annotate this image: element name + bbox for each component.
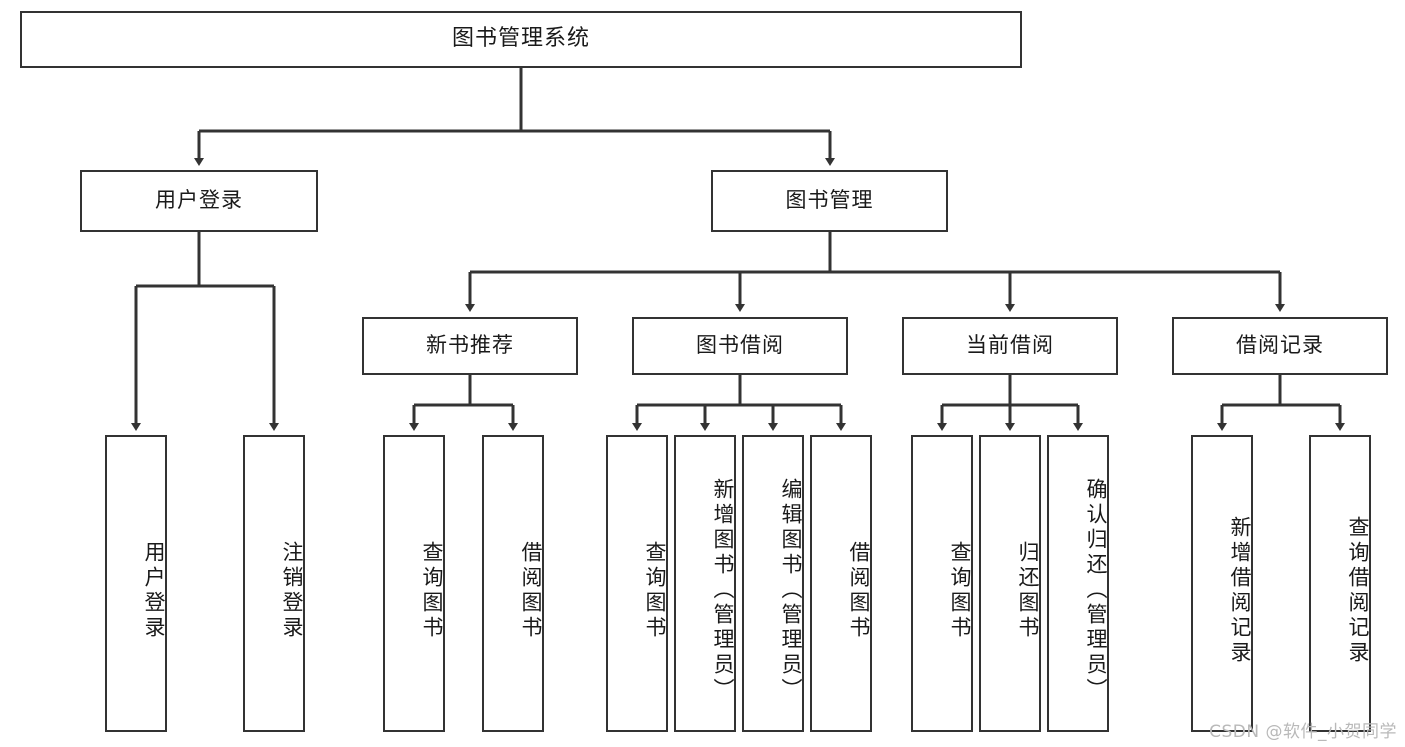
leaf-new-book-borrow[interactable]: 借阅图书 <box>482 435 544 732</box>
node-book-borrow[interactable]: 图书借阅 <box>632 317 848 375</box>
leaf-borrow-add-book-admin[interactable]: 新增图书（管理员） <box>674 435 736 732</box>
leaf-current-query-book[interactable]: 查询图书 <box>911 435 973 732</box>
node-new-book-recommend[interactable]: 新书推荐 <box>362 317 578 375</box>
leaf-borrow-edit-book-admin[interactable]: 编辑图书（管理员） <box>742 435 804 732</box>
node-user-login[interactable]: 用户登录 <box>80 170 318 232</box>
node-root-system[interactable]: 图书管理系统 <box>20 11 1022 68</box>
leaf-borrow-query-book[interactable]: 查询图书 <box>606 435 668 732</box>
node-book-management[interactable]: 图书管理 <box>711 170 948 232</box>
leaf-record-query-record[interactable]: 查询借阅记录 <box>1309 435 1371 732</box>
leaf-user-login-signin[interactable]: 用户登录 <box>105 435 167 732</box>
node-borrow-record[interactable]: 借阅记录 <box>1172 317 1388 375</box>
leaf-current-return-book[interactable]: 归还图书 <box>979 435 1041 732</box>
node-current-borrow[interactable]: 当前借阅 <box>902 317 1118 375</box>
leaf-borrow-borrow-book[interactable]: 借阅图书 <box>810 435 872 732</box>
leaf-user-login-signout[interactable]: 注销登录 <box>243 435 305 732</box>
watermark-text: CSDN @软件_小贺同学 <box>1209 722 1397 742</box>
leaf-record-add-record[interactable]: 新增借阅记录 <box>1191 435 1253 732</box>
leaf-new-book-query[interactable]: 查询图书 <box>383 435 445 732</box>
leaf-current-confirm-return-admin[interactable]: 确认归还（管理员） <box>1047 435 1109 732</box>
